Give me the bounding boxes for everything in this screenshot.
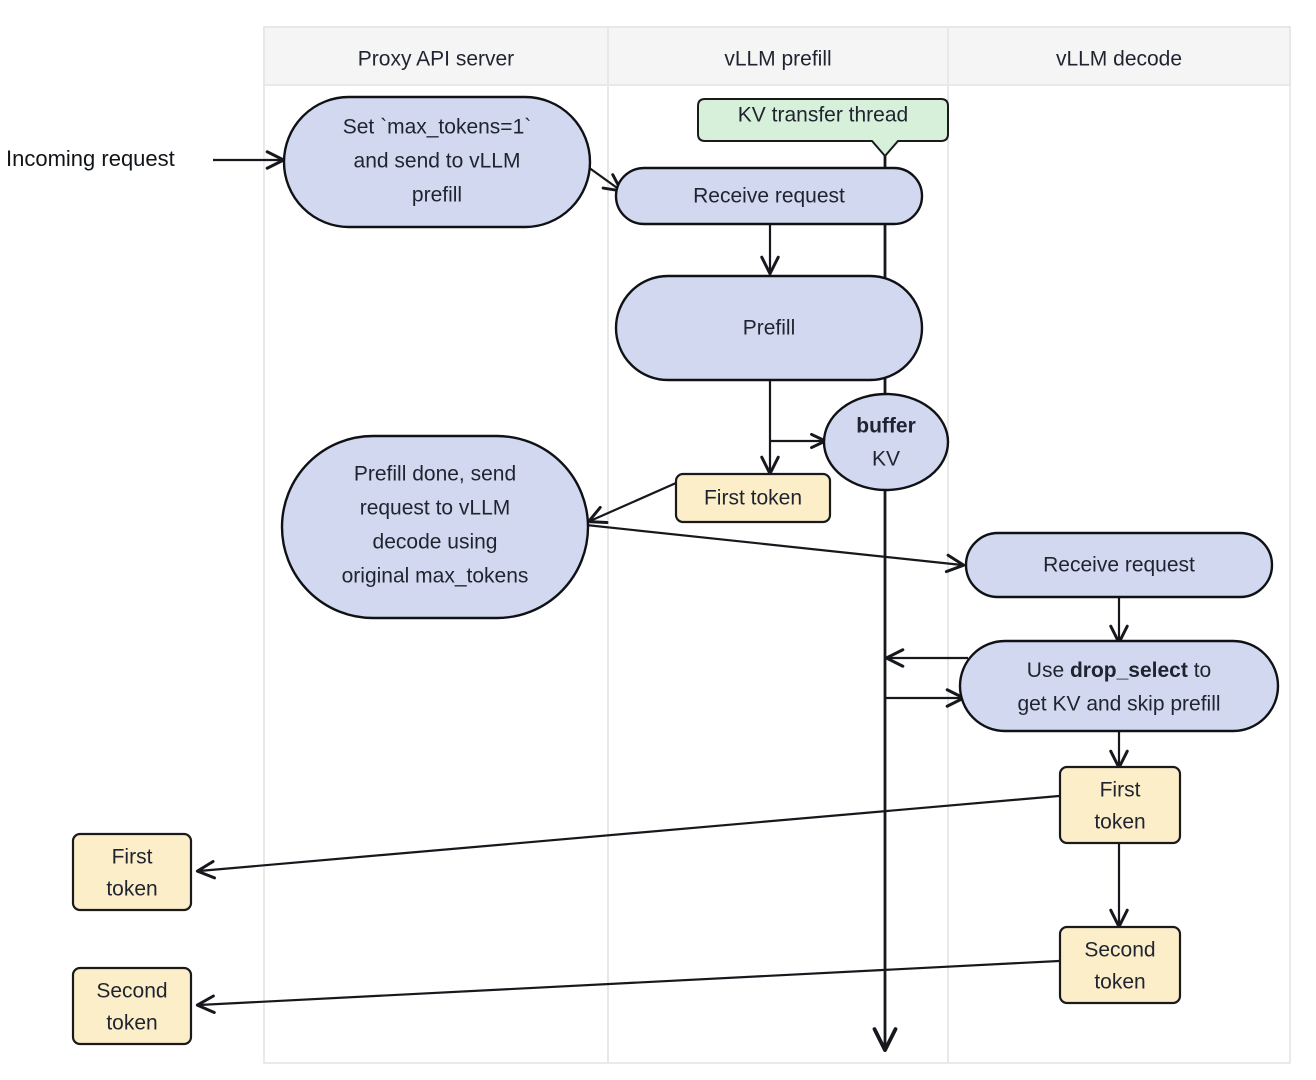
node-line-1: Prefill done, send — [354, 463, 516, 486]
node-shape — [1058, 765, 1182, 845]
node-line-2: request to vLLM — [360, 497, 511, 520]
node-decode-drop-select[interactable]: Use drop_select to get KV and skip prefi… — [958, 639, 1280, 733]
node-line-2: and send to vLLM — [354, 150, 521, 173]
node-line-1: Use drop_select to — [1027, 659, 1211, 682]
node-line-1: First — [1100, 779, 1141, 802]
edge-prefill-first-token-to-proxy-done — [587, 481, 677, 525]
node-shape — [280, 434, 590, 620]
node-line-1: Second — [96, 980, 167, 1003]
node-label-kv: KV — [872, 448, 900, 471]
node-buffer-kv[interactable]: buffer KV — [822, 392, 950, 492]
drop-select-keyword: drop_select — [1070, 659, 1188, 682]
node-line-2: token — [1094, 811, 1145, 834]
node-label: Receive request — [1043, 554, 1195, 577]
node-label-buffer: buffer — [856, 415, 916, 438]
node-shape — [697, 98, 949, 158]
node-label: KV transfer thread — [738, 104, 908, 127]
node-line-2: get KV and skip prefill — [1017, 693, 1220, 716]
node-proxy-set-max-tokens[interactable]: Set `max_tokens=1` and send to vLLM pref… — [282, 95, 592, 229]
node-shape — [964, 531, 1274, 599]
node-line-1: Second — [1084, 939, 1155, 962]
edge-set-max-tokens-to-prefill-receive — [587, 166, 623, 193]
node-shape — [958, 639, 1280, 733]
node-proxy-first-token[interactable]: First token — [71, 832, 193, 912]
node-label: Receive request — [693, 185, 845, 208]
node-shape — [614, 166, 924, 226]
node-line-2: token — [106, 1012, 157, 1035]
node-proxy-second-token[interactable]: Second token — [71, 966, 193, 1046]
node-line-2: token — [106, 878, 157, 901]
node-shape — [674, 472, 832, 524]
lane-title-proxy: Proxy API server — [358, 48, 514, 71]
lane-title-decode: vLLM decode — [1056, 48, 1182, 71]
node-shape — [282, 95, 592, 229]
node-line-3: prefill — [412, 184, 462, 207]
drop-select-line1-post: to — [1188, 659, 1211, 682]
edge-decode-first-token-to-proxy-first-token — [195, 794, 1060, 880]
node-shape — [1058, 925, 1182, 1005]
node-decode-receive-request[interactable]: Receive request — [964, 531, 1274, 599]
incoming-request-label: Incoming request — [6, 146, 175, 171]
node-shape — [822, 392, 950, 492]
lane-title-prefill: vLLM prefill — [724, 48, 831, 71]
lane-header-band — [263, 26, 1291, 86]
drop-select-line1-pre: Use — [1027, 659, 1070, 682]
node-prefill-prefill[interactable]: Prefill — [614, 274, 924, 382]
node-prefill-receive-request[interactable]: Receive request — [614, 166, 924, 226]
node-shape — [71, 832, 193, 912]
node-kv-transfer-thread[interactable]: KV transfer thread — [697, 98, 949, 158]
node-line-4: original max_tokens — [342, 565, 529, 588]
edge-decode-second-token-to-proxy-second-token — [195, 959, 1060, 1014]
node-line-1: Set `max_tokens=1` — [343, 116, 532, 139]
node-decode-first-token[interactable]: First token — [1058, 765, 1182, 845]
node-shape — [71, 966, 193, 1046]
node-shape — [614, 274, 924, 382]
node-line-3: decode using — [373, 531, 498, 554]
node-line-1: First — [112, 846, 153, 869]
edge-proxy-done-to-decode-receive — [585, 523, 966, 574]
node-line-2: token — [1094, 971, 1145, 994]
node-label: Prefill — [743, 317, 796, 340]
node-prefill-first-token[interactable]: First token — [674, 472, 832, 524]
node-proxy-prefill-done[interactable]: Prefill done, send request to vLLM decod… — [280, 434, 590, 620]
node-label: First token — [704, 487, 802, 510]
node-decode-second-token[interactable]: Second token — [1058, 925, 1182, 1005]
